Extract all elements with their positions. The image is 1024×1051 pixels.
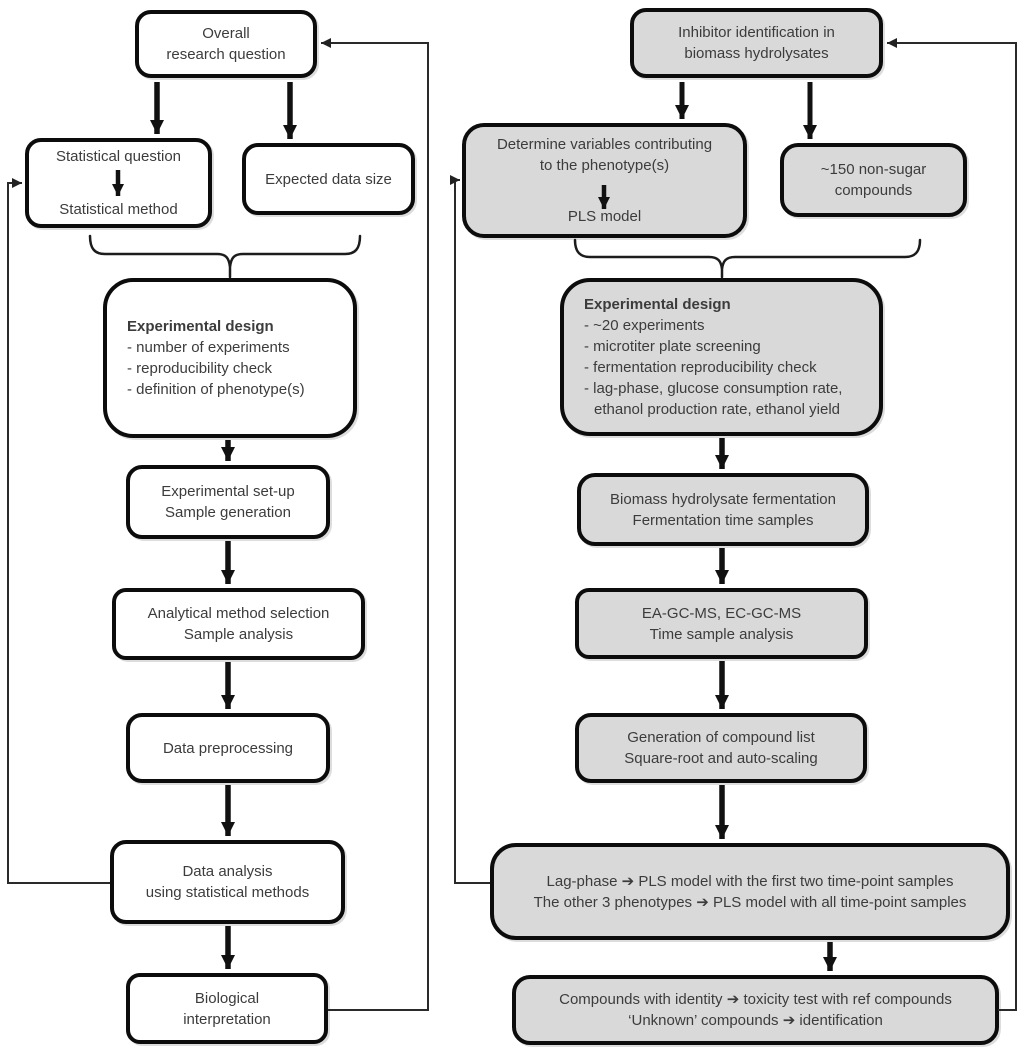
text-line: Time sample analysis [649, 625, 794, 643]
bullet-line: - ~20 experiments [584, 317, 705, 334]
feedback-analysis-to-statistical [7, 178, 110, 884]
box-data-preprocessing: Data preprocessing [126, 713, 330, 783]
text-line: Biological [194, 989, 260, 1007]
box-overall-research-question: Overall research question [135, 10, 317, 78]
box-expected-data-size: Expected data size [242, 143, 415, 215]
text-line: ~150 non-sugar [820, 161, 927, 178]
text-line: Analytical method selection [147, 605, 330, 622]
feedback-pls-to-determine [450, 175, 490, 884]
text-line: Data analysis [182, 863, 273, 880]
bullet-line: - microtiter plate screening [584, 338, 761, 355]
text-line: Generation of compound list [627, 729, 815, 746]
bullet-continuation-line: ethanol production rate, ethanol yield [594, 401, 841, 418]
text-line: Data preprocessing [162, 739, 294, 757]
bullet-line: - number of experiments [127, 339, 290, 356]
text-line: Determine variables contributing [496, 136, 713, 153]
text-line: Fermentation time samples [632, 511, 814, 529]
box-determine-variables-pls: Determine variables contributing to the … [462, 123, 747, 238]
text-line: biomass hydrolysates [684, 45, 829, 62]
box-experimental-setup: Experimental set-up Sample generation [126, 465, 330, 539]
text-line: Overall [202, 25, 250, 42]
box-compound-list-generation: Generation of compound list Square-root … [575, 713, 867, 783]
bullet-line: - reproducibility check [127, 360, 273, 377]
text-line: Sample generation [165, 504, 291, 521]
box-data-analysis: Data analysis using statistical methods [110, 840, 345, 924]
text-line: Expected data size [265, 170, 392, 188]
bullet-line: - fermentation reproducibility check [584, 359, 817, 376]
box-experimental-design-right: Experimental design - ~20 experiments - … [560, 278, 883, 436]
text-line: Square-root and auto-scaling [624, 750, 818, 767]
text-line: The other 3 phenotypes ➔ PLS model with … [533, 893, 967, 911]
text-line: Lag-phase ➔ PLS model with the first two… [546, 872, 954, 890]
text-line: to the phenotype(s) [539, 157, 670, 174]
text-line: PLS model [567, 208, 642, 225]
text-line: interpretation [183, 1010, 271, 1028]
bullet-line: - definition of phenotype(s) [127, 381, 305, 398]
text-line: research question [166, 46, 286, 63]
box-toxicity-identification: Compounds with identity ➔ toxicity test … [512, 975, 999, 1045]
box-biological-interpretation: Biological interpretation [126, 973, 328, 1044]
box-biomass-hydrolysate-fermentation: Biomass hydrolysate fermentation Ferment… [577, 473, 869, 546]
text-line: Inhibitor identification in [678, 24, 835, 41]
box-nonsugar-compounds: ~150 non-sugar compounds [780, 143, 967, 217]
box-pls-models: Lag-phase ➔ PLS model with the first two… [490, 843, 1010, 940]
text-line: compounds [834, 182, 913, 199]
bullet-line: - lag-phase, glucose consumption rate, [584, 380, 843, 397]
box-gcms-analysis: EA-GC-MS, EC-GC-MS Time sample analysis [575, 588, 868, 659]
box-inhibitor-identification: Inhibitor identification in biomass hydr… [630, 8, 883, 78]
box-analytical-method-selection: Analytical method selection Sample analy… [112, 588, 365, 660]
text-line: Experimental set-up [161, 483, 295, 500]
text-line: EA-GC-MS, EC-GC-MS [641, 604, 802, 622]
box-statistical-question-method: Statistical question Statistical method [25, 138, 212, 228]
text-line: Biomass hydrolysate fermentation [610, 490, 836, 508]
text-line: Statistical method [59, 201, 178, 218]
box-title: Experimental design [584, 296, 731, 313]
text-line: using statistical methods [145, 884, 310, 901]
text-line: Statistical question [55, 148, 182, 165]
box-title: Experimental design [127, 318, 274, 335]
text-line: ‘Unknown’ compounds ➔ identification [628, 1012, 883, 1029]
box-experimental-design-left: Experimental design - number of experime… [103, 278, 357, 438]
brace-right-merge [573, 238, 922, 279]
text-line: Sample analysis [183, 626, 294, 643]
text-line: Compounds with identity ➔ toxicity test … [559, 991, 952, 1008]
brace-left-merge [88, 234, 362, 279]
